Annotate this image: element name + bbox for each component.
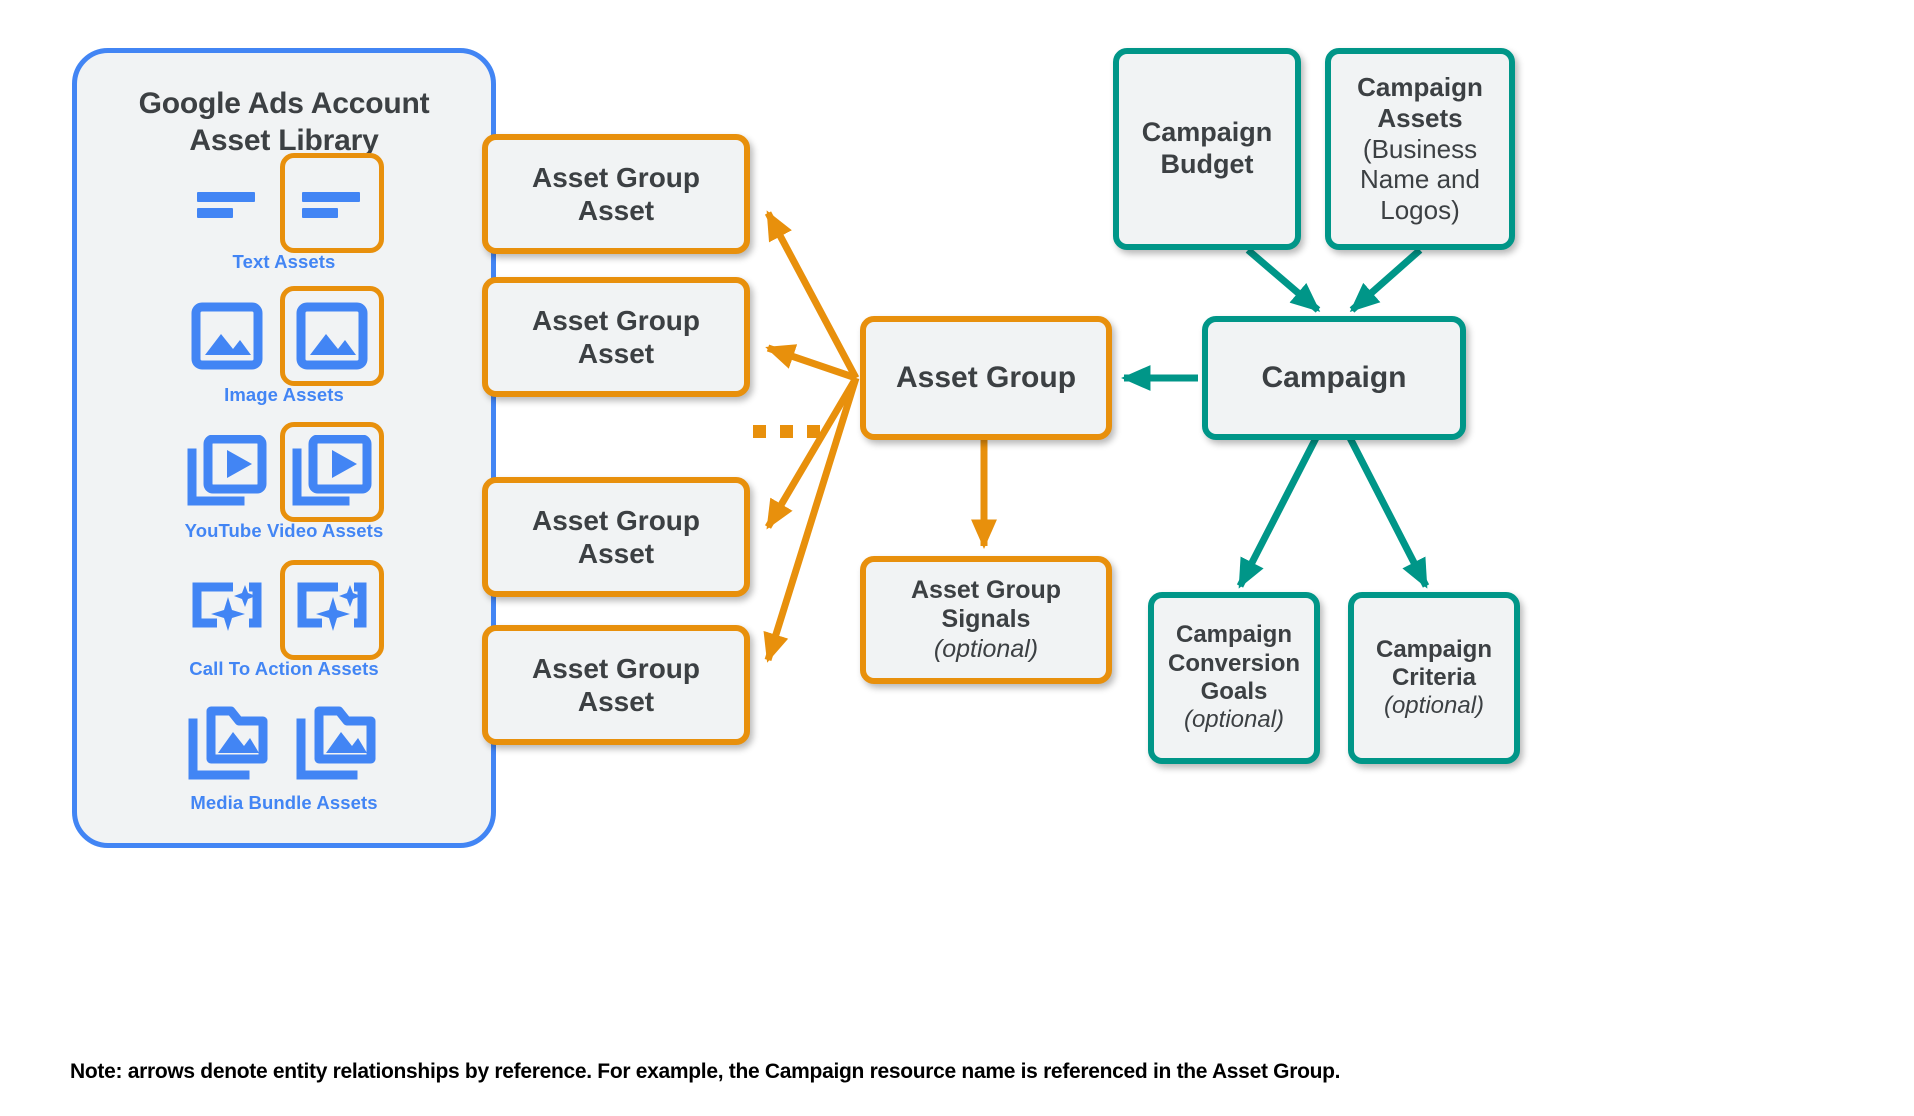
asset-group-asset-box-1[interactable]: Asset Group Asset	[482, 134, 750, 254]
connector-ag-to-aga4	[763, 376, 860, 663]
campaign-label: Campaign	[1261, 361, 1407, 395]
campaign-budget-box[interactable]: Campaign Budget	[1113, 48, 1301, 250]
campaign-assets-box[interactable]: Campaign Assets (Business Name and Logos…	[1325, 48, 1515, 250]
asset-row-text[interactable]: Text Assets	[72, 153, 496, 287]
asset-group-signals-optional: (optional)	[933, 634, 1039, 663]
asset-icons-cta	[72, 560, 496, 660]
video-asset-icon-selected[interactable]	[280, 422, 384, 522]
asset-group-asset-3-line2: Asset	[577, 538, 655, 569]
campaign-conversion-goals-line3: Goals	[1200, 678, 1268, 705]
campaign-conversion-goals-box[interactable]: Campaign Conversion Goals (optional)	[1148, 592, 1320, 764]
campaign-conversion-goals-optional: (optional)	[1183, 706, 1285, 734]
campaign-conversion-goals-line1: Campaign	[1175, 621, 1292, 649]
connector-campaign-to-criteria	[1346, 436, 1430, 589]
asset-library-title-line1: Google Ads Account	[138, 87, 430, 120]
asset-group-asset-4-line2: Asset	[577, 686, 655, 717]
asset-group-asset-ellipsis	[753, 425, 820, 438]
asset-group-asset-1-line1: Asset Group	[531, 161, 701, 193]
asset-group-asset-box-2[interactable]: Asset Group Asset	[482, 277, 750, 397]
connector-campaign-to-conversion-goals	[1236, 436, 1320, 589]
video-asset-icon	[184, 429, 270, 515]
campaign-assets-sub2: Name and	[1360, 164, 1480, 195]
asset-library-title-line2: Asset Library	[189, 123, 379, 157]
campaign-budget-line1: Campaign	[1141, 117, 1273, 148]
asset-group-signals-line2: Signals	[941, 605, 1031, 634]
asset-caption-video: YouTube Video Assets	[184, 520, 384, 541]
asset-group-signals-line1: Asset Group	[910, 575, 1062, 604]
asset-icons-video	[72, 422, 496, 522]
media-bundle-asset-icon-2	[295, 701, 381, 787]
asset-group-asset-box-4[interactable]: Asset Group Asset	[482, 625, 750, 745]
ellipsis-dot-2	[780, 425, 793, 438]
asset-library-title: Google Ads Account Asset Library	[72, 86, 496, 159]
campaign-criteria-line2: Criteria	[1391, 663, 1477, 691]
campaign-criteria-line1: Campaign	[1375, 635, 1492, 663]
asset-group-asset-box-3[interactable]: Asset Group Asset	[482, 477, 750, 597]
media-bundle-asset-icon	[187, 701, 273, 787]
asset-group-box[interactable]: Asset Group	[860, 316, 1112, 440]
campaign-assets-line1: Campaign	[1357, 72, 1483, 103]
ellipsis-dot-3	[807, 425, 820, 438]
asset-icons-image	[72, 286, 496, 386]
campaign-assets-sub1: (Business	[1362, 133, 1478, 164]
campaign-box[interactable]: Campaign	[1202, 316, 1466, 440]
asset-row-media-bundle[interactable]: Media Bundle Assets	[72, 696, 496, 828]
call-to-action-icon-selected[interactable]	[280, 560, 384, 660]
asset-caption-image: Image Assets	[224, 384, 344, 405]
campaign-criteria-optional: (optional)	[1383, 692, 1485, 720]
ellipsis-dot-1	[753, 425, 766, 438]
text-asset-icon	[184, 160, 270, 246]
connector-campaign-assets-to-campaign	[1349, 247, 1423, 313]
diagram-footnote: Note: arrows denote entity relationships…	[70, 1060, 1341, 1083]
text-asset-icon-selected[interactable]	[280, 153, 384, 253]
call-to-action-icon	[184, 567, 270, 653]
connector-ag-to-aga1	[764, 210, 860, 380]
image-asset-icon	[184, 293, 270, 379]
campaign-budget-line2: Budget	[1160, 149, 1254, 179]
connector-ag-to-aga3	[764, 376, 860, 530]
connector-ag-to-aga2	[765, 344, 858, 382]
asset-group-asset-1-line2: Asset	[577, 195, 655, 226]
asset-caption-cta: Call To Action Assets	[189, 658, 379, 679]
campaign-conversion-goals-line2: Conversion	[1167, 649, 1301, 677]
asset-group-asset-4-line1: Asset Group	[531, 652, 701, 684]
asset-row-cta[interactable]: Call To Action Assets	[72, 560, 496, 694]
campaign-criteria-box[interactable]: Campaign Criteria (optional)	[1348, 592, 1520, 764]
asset-row-image[interactable]: Image Assets	[72, 286, 496, 420]
asset-group-asset-2-line2: Asset	[577, 338, 655, 369]
campaign-assets-sub3: Logos)	[1380, 195, 1460, 225]
asset-row-video[interactable]: YouTube Video Assets	[72, 422, 496, 556]
asset-caption-text: Text Assets	[232, 251, 336, 272]
campaign-assets-line2: Assets	[1377, 102, 1463, 133]
asset-group-label: Asset Group	[895, 361, 1077, 395]
asset-group-asset-2-line1: Asset Group	[531, 304, 701, 336]
asset-icons-media-bundle	[72, 696, 496, 792]
asset-icons-text	[72, 153, 496, 253]
asset-group-asset-3-line1: Asset Group	[531, 504, 701, 536]
asset-group-signals-box[interactable]: Asset Group Signals (optional)	[860, 556, 1112, 684]
connector-budget-to-campaign	[1245, 247, 1321, 313]
image-asset-icon-selected[interactable]	[280, 286, 384, 386]
asset-caption-media-bundle: Media Bundle Assets	[190, 792, 378, 813]
